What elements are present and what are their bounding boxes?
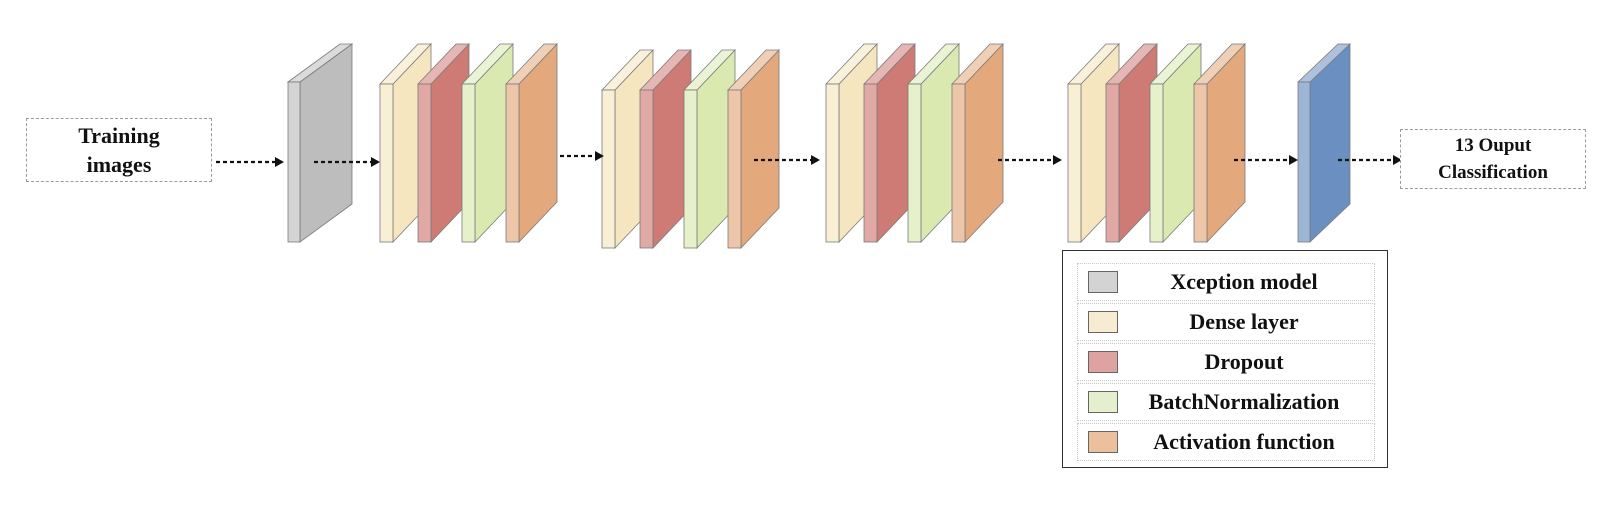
output-classification-box: 13 Ouput Classification [1400,129,1586,189]
block-4-activation-slab [1193,42,1246,244]
output-line-1: 13 Ouput [1454,135,1532,156]
arrow-xception-to-block1 [314,157,380,167]
legend-item-xception: Xception model [1077,263,1375,301]
legend-item-batchnorm: BatchNormalization [1077,383,1375,421]
arrow-output-to-classification [1338,155,1402,165]
block-2-batchnorm-slab [683,48,736,250]
block-4-batchnorm-slab [1149,42,1202,244]
legend-item-dense: Dense layer [1077,303,1375,341]
legend-label-batchnorm: BatchNormalization [1148,389,1340,414]
legend-swatch-batchnorm [1088,391,1118,413]
legend-swatch-dropout [1088,351,1118,373]
block-2-dropout-slab [639,48,692,250]
legend-label-dropout: Dropout [1204,349,1284,374]
training-images-box: Training images [26,118,212,182]
legend-label-activation: Activation function [1153,429,1335,454]
legend-item-activation: Activation function [1077,423,1375,461]
arrow-block2-to-block3 [754,155,820,165]
block-3-batchnorm-slab [907,42,960,244]
block-3-dropout-slab [863,42,916,244]
block-3-activation-slab [951,42,1004,244]
input-line-2: images [86,152,152,177]
arrow-block1-to-block2 [560,151,604,161]
output-line-2: Classification [1438,162,1548,183]
legend-swatch-dense [1088,311,1118,333]
block-1-activation-slab [505,42,558,244]
xception-layer-slab [286,43,354,243]
arrow-block3-to-block4 [998,155,1062,165]
arrow-input-to-xception [216,157,284,167]
block-2-activation-slab [727,48,780,250]
legend-label-dense: Dense layer [1189,309,1299,334]
output-layer-slab [1296,43,1352,243]
legend: Xception model Dense layer Dropout Batch… [1062,250,1388,468]
legend-item-dropout: Dropout [1077,343,1375,381]
legend-swatch-xception [1088,271,1118,293]
arrow-block4-to-output [1234,155,1298,165]
block-4-dropout-slab [1105,42,1158,244]
input-line-1: Training [78,123,160,148]
legend-swatch-activation [1088,431,1118,453]
legend-label-xception: Xception model [1170,269,1318,294]
block-1-batchnorm-slab [461,42,514,244]
